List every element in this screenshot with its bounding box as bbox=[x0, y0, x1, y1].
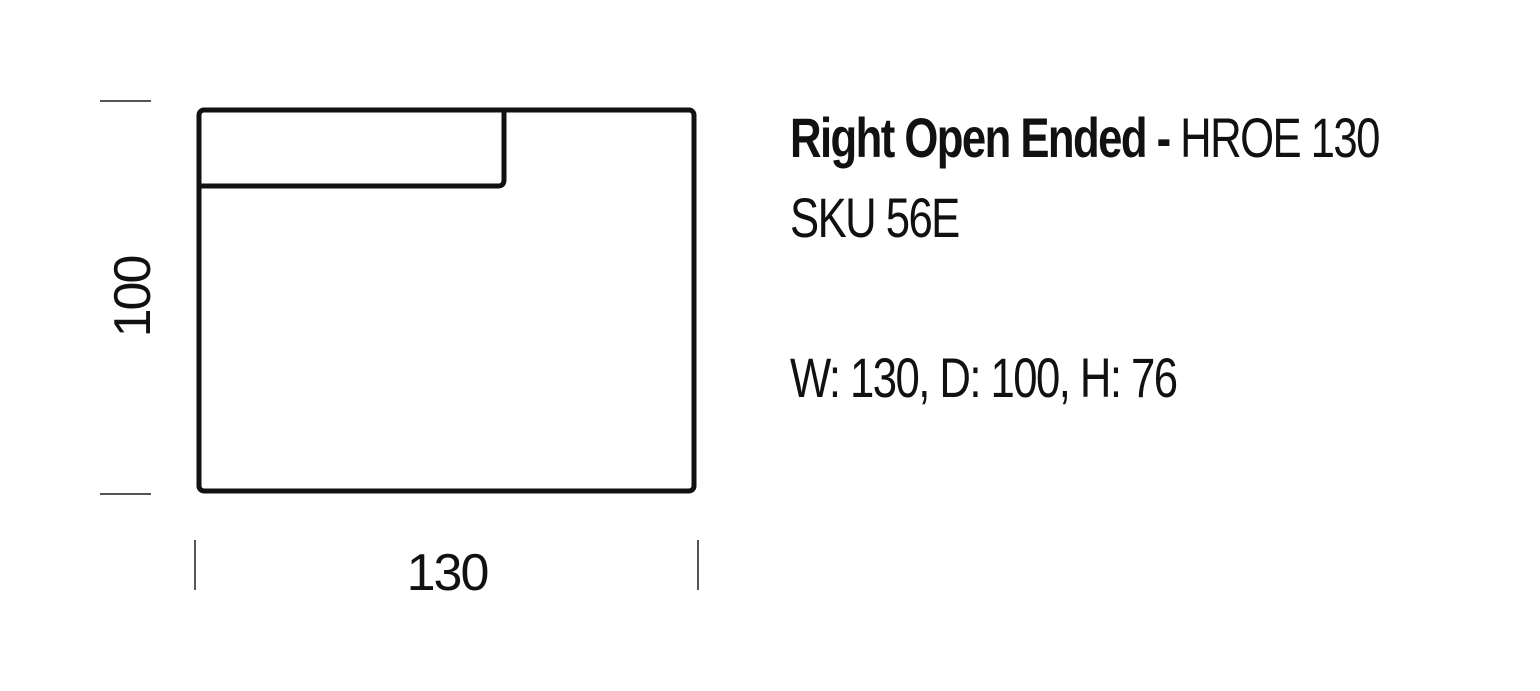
sofa-module-diagram: 100 130 bbox=[0, 0, 760, 691]
title-separator: - bbox=[1146, 106, 1181, 169]
width-dimension-label: 130 bbox=[407, 544, 488, 602]
backrest-outline bbox=[199, 110, 507, 189]
product-sku: SKU 56E bbox=[790, 186, 960, 249]
product-title: Right Open Ended - HROE 130 bbox=[790, 98, 1380, 178]
product-info: Right Open Ended - HROE 130 SKU 56E W: 1… bbox=[790, 98, 1520, 418]
product-code: HROE 130 bbox=[1180, 106, 1380, 169]
product-dimensions: W: 130, D: 100, H: 76 bbox=[790, 346, 1178, 409]
depth-dimension-label: 100 bbox=[104, 257, 162, 338]
seat-outline bbox=[196, 107, 697, 494]
product-name: Right Open Ended bbox=[790, 106, 1148, 169]
plan-view-drawing: 100 130 bbox=[100, 100, 699, 602]
